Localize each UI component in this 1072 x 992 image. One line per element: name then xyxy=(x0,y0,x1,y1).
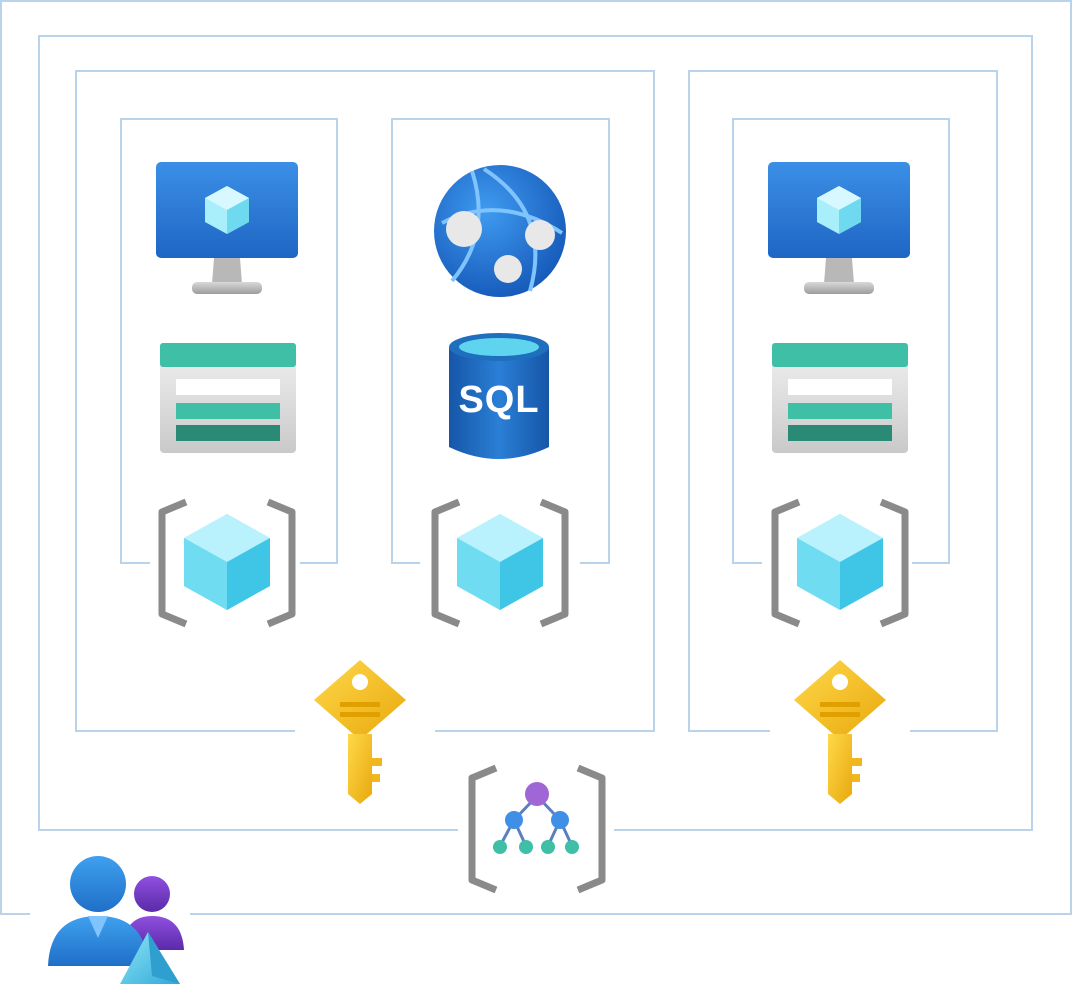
sql-database-icon[interactable]: SQL xyxy=(449,331,549,463)
user-group-icon[interactable] xyxy=(48,854,188,990)
resource-cube-icon[interactable] xyxy=(431,498,569,628)
resource-cube-icon[interactable] xyxy=(158,498,296,628)
line-gap xyxy=(458,825,614,839)
storage-table-icon[interactable] xyxy=(160,343,296,453)
management-group-icon[interactable] xyxy=(468,764,606,894)
sql-label: SQL xyxy=(458,379,540,421)
virtual-machine-icon[interactable] xyxy=(156,162,298,296)
outer-boundary xyxy=(0,0,1072,915)
storage-table-icon[interactable] xyxy=(772,343,908,453)
key-vault-icon[interactable] xyxy=(314,660,406,804)
resource-cube-icon[interactable] xyxy=(771,498,909,628)
web-app-icon[interactable] xyxy=(432,163,568,299)
virtual-machine-icon[interactable] xyxy=(768,162,910,296)
key-vault-icon[interactable] xyxy=(794,660,886,804)
